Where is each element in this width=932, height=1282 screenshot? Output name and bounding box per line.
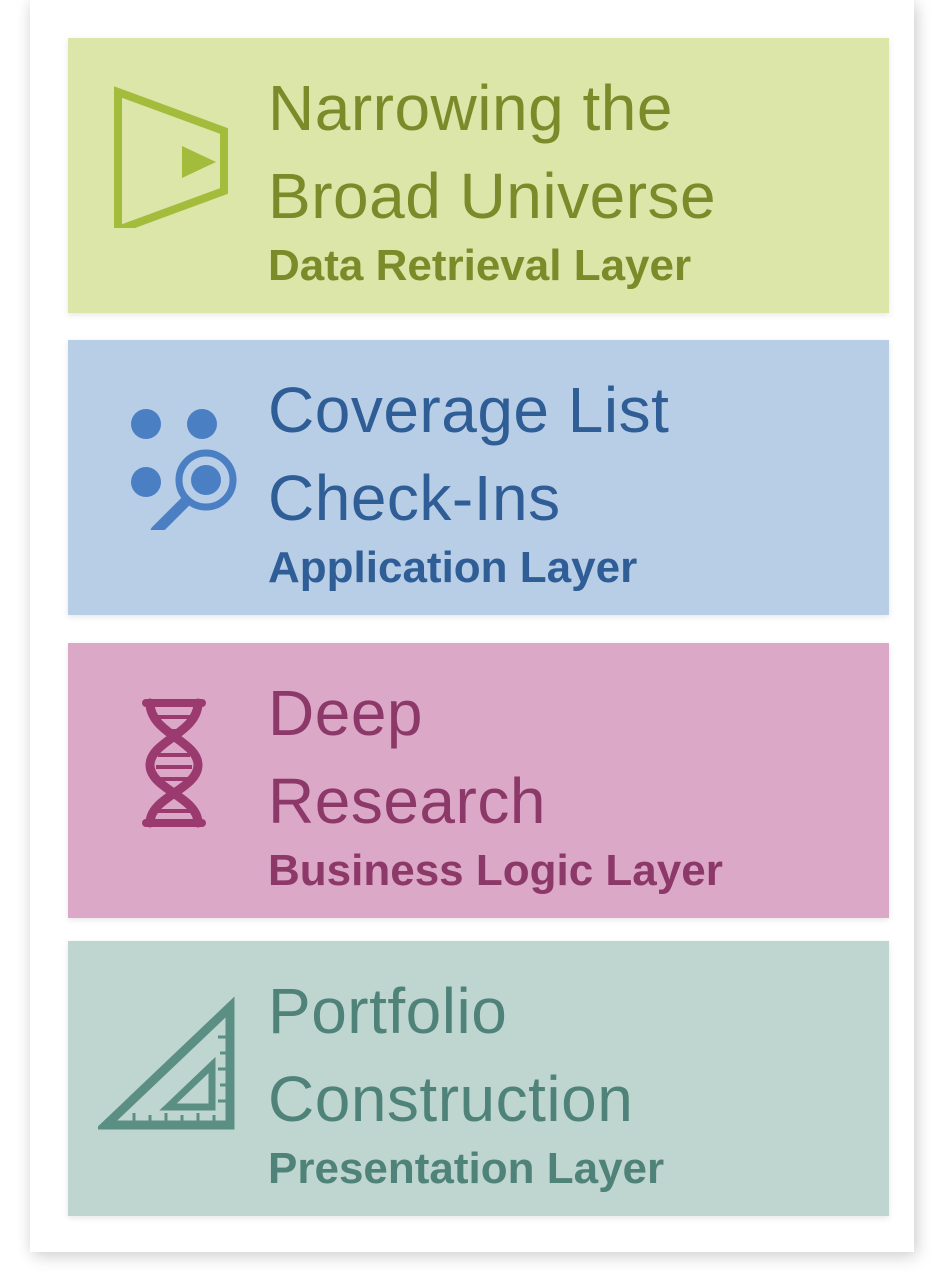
layer-subtitle: Application Layer	[268, 543, 638, 592]
layer-title: Deep Research	[268, 669, 546, 845]
layer-title-line2: Broad Universe	[268, 160, 717, 232]
layer-title-line2: Construction	[268, 1063, 634, 1135]
layer-data-retrieval: Narrowing the Broad Universe Data Retrie…	[68, 38, 889, 313]
layer-title-line2: Research	[268, 765, 546, 837]
layer-title-line1: Portfolio	[268, 975, 508, 1047]
layer-business-logic: Deep Research Business Logic Layer	[68, 643, 889, 918]
dna-icon	[142, 698, 206, 828]
layer-presentation: Portfolio Construction Presentation Laye…	[68, 941, 889, 1216]
play-funnel-icon	[114, 86, 228, 228]
layer-title: Narrowing the Broad Universe	[268, 64, 716, 240]
layer-title: Coverage List Check-Ins	[268, 366, 669, 542]
layer-subtitle: Data Retrieval Layer	[268, 241, 692, 290]
layer-title-line1: Coverage List	[268, 374, 670, 446]
layer-title-line1: Deep	[268, 677, 423, 749]
layer-application: Coverage List Check-Ins Application Laye…	[68, 340, 889, 615]
layer-title-line1: Narrowing the	[268, 72, 673, 144]
magnifier-dots-icon	[131, 409, 237, 530]
triangle-ruler-icon	[98, 996, 235, 1130]
layer-title: Portfolio Construction	[268, 967, 633, 1143]
layer-subtitle: Business Logic Layer	[268, 846, 723, 895]
layer-title-line2: Check-Ins	[268, 462, 561, 534]
layer-subtitle: Presentation Layer	[268, 1144, 665, 1193]
